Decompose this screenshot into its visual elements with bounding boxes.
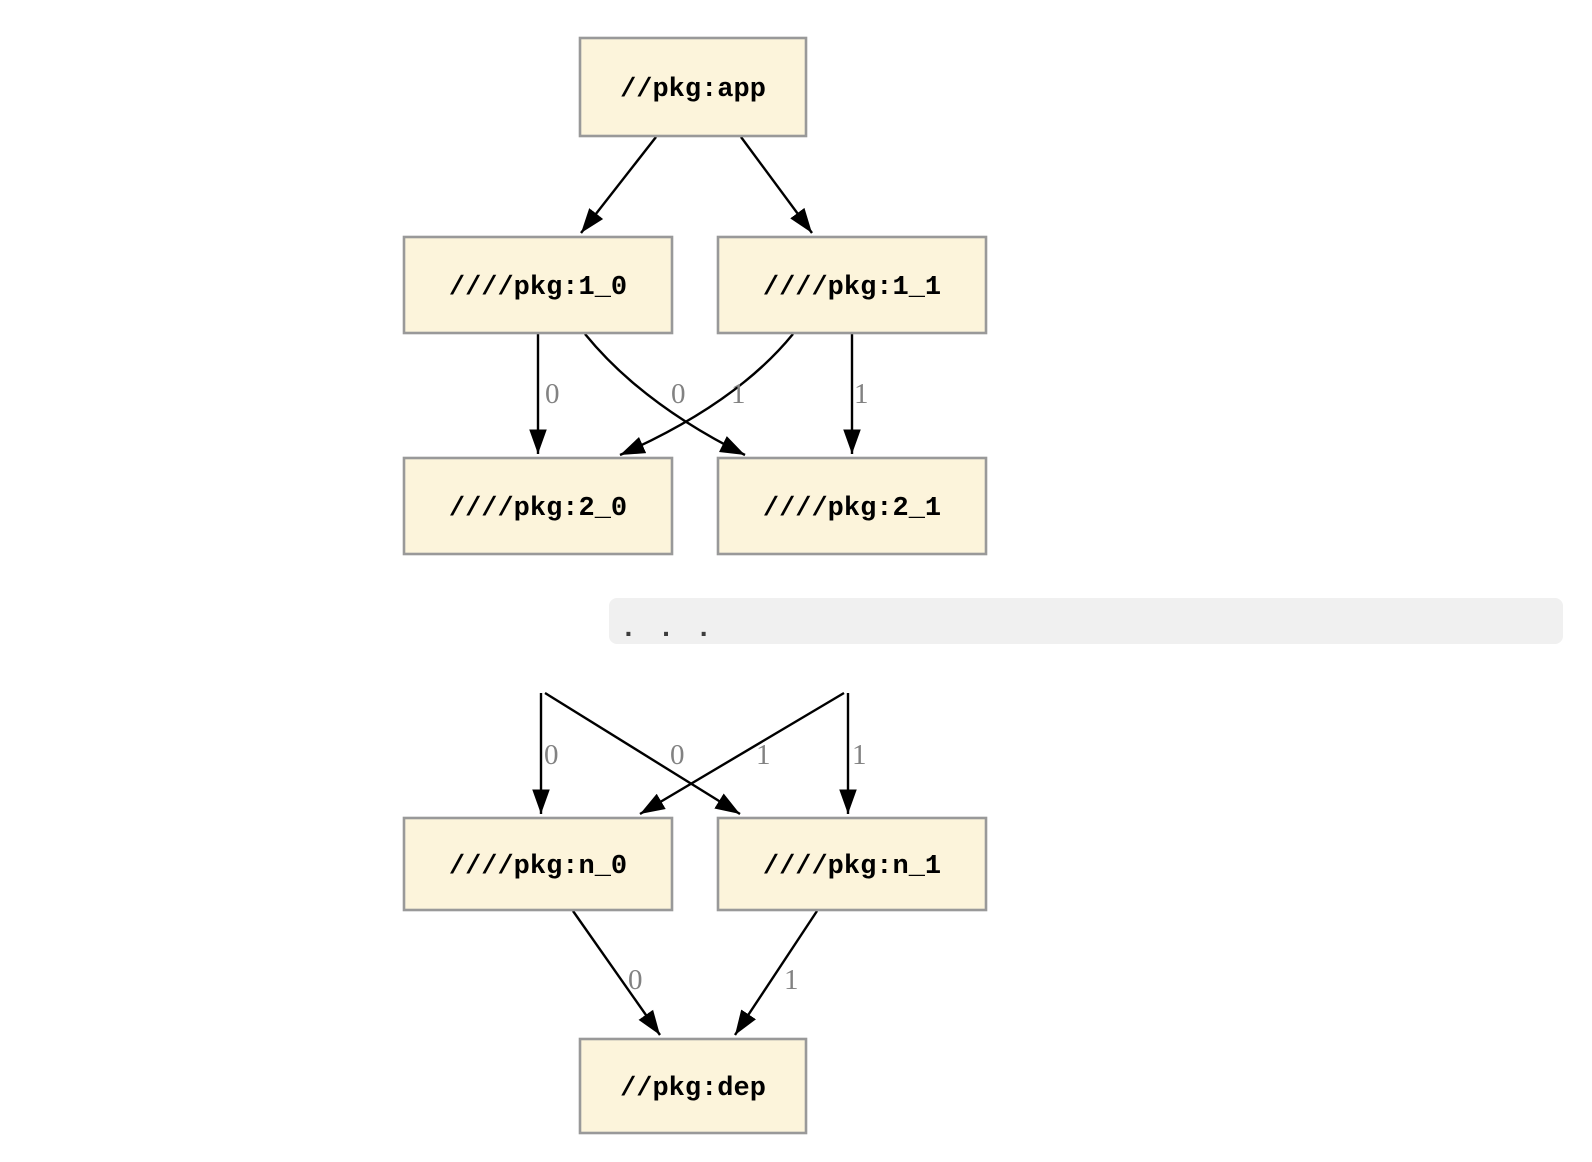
node-pkg-n-0-box xyxy=(402,816,674,912)
node-pkg-2-1-box xyxy=(716,456,988,556)
node-pkg-dep-label: //pkg:dep xyxy=(620,1074,766,1104)
edge-label-ellipsis-to-n-1-mid: 0 xyxy=(670,739,685,771)
edge-label-n-0-to-dep: 0 xyxy=(628,964,643,996)
node-pkg-app-label: //pkg:app xyxy=(620,75,766,105)
node-pkg-1-0-label: ////pkg:1_0 xyxy=(449,273,627,303)
nodes-layer: //pkg:app ////pkg:1_0 ////pkg:1_1 ////pk… xyxy=(402,36,988,1135)
node-pkg-2-1: ////pkg:2_1 xyxy=(716,456,988,556)
node-pkg-1-1-label: ////pkg:1_1 xyxy=(763,273,941,303)
edges-layer xyxy=(529,136,861,1036)
edge-n-1-to-dep xyxy=(733,910,819,1036)
edge-label-1-0-to-2-1: 0 xyxy=(671,378,686,410)
node-pkg-n-1-label: ////pkg:n_1 xyxy=(763,852,941,882)
edge-label-1-1-to-2-0: 1 xyxy=(731,378,746,410)
edge-n-0-to-dep xyxy=(572,910,661,1036)
node-pkg-2-0: ////pkg:2_0 xyxy=(402,456,674,556)
ellipsis-label: . . . xyxy=(620,614,714,645)
edge-ellipsis-right-to-n-0 xyxy=(639,691,845,816)
node-pkg-n-0-label: ////pkg:n_0 xyxy=(449,852,627,882)
node-pkg-n-0: ////pkg:n_0 xyxy=(402,816,674,912)
node-pkg-1-0-box xyxy=(402,235,674,335)
node-pkg-1-1-box xyxy=(716,235,988,335)
node-pkg-dep: //pkg:dep xyxy=(578,1037,808,1135)
edge-label-1-0-to-2-0: 0 xyxy=(545,378,560,410)
ellipsis-band: . . . xyxy=(609,598,1563,645)
node-pkg-app-box xyxy=(578,36,808,138)
edge-1-0-to-2-1 xyxy=(584,333,746,457)
edge-label-1-1-to-2-1: 1 xyxy=(854,378,869,410)
edge-label-ellipsis-to-n-1-right: 1 xyxy=(852,739,867,771)
node-pkg-n-1-box xyxy=(716,816,988,912)
ellipsis-band-box xyxy=(609,598,1563,644)
node-pkg-dep-box xyxy=(578,1037,808,1135)
node-pkg-2-0-box xyxy=(402,456,674,556)
node-pkg-1-1: ////pkg:1_1 xyxy=(716,235,988,335)
node-pkg-1-0: ////pkg:1_0 xyxy=(402,235,674,335)
node-pkg-app: //pkg:app xyxy=(578,36,808,138)
edge-app-to-1-0 xyxy=(580,136,657,234)
edge-ellipsis-left-to-n-1 xyxy=(544,691,741,816)
edge-app-to-1-1 xyxy=(740,136,813,234)
node-pkg-n-1: ////pkg:n_1 xyxy=(716,816,988,912)
edge-label-n-1-to-dep: 1 xyxy=(784,964,799,996)
edge-labels-layer: 0 0 1 1 0 0 1 1 0 1 xyxy=(544,378,869,996)
edge-1-1-to-2-0 xyxy=(619,333,794,457)
node-pkg-2-0-label: ////pkg:2_0 xyxy=(449,494,627,524)
edge-label-ellipsis-to-n-0-left: 0 xyxy=(544,739,559,771)
edge-label-ellipsis-to-n-0-mid: 1 xyxy=(756,739,771,771)
node-pkg-2-1-label: ////pkg:2_1 xyxy=(763,494,941,524)
